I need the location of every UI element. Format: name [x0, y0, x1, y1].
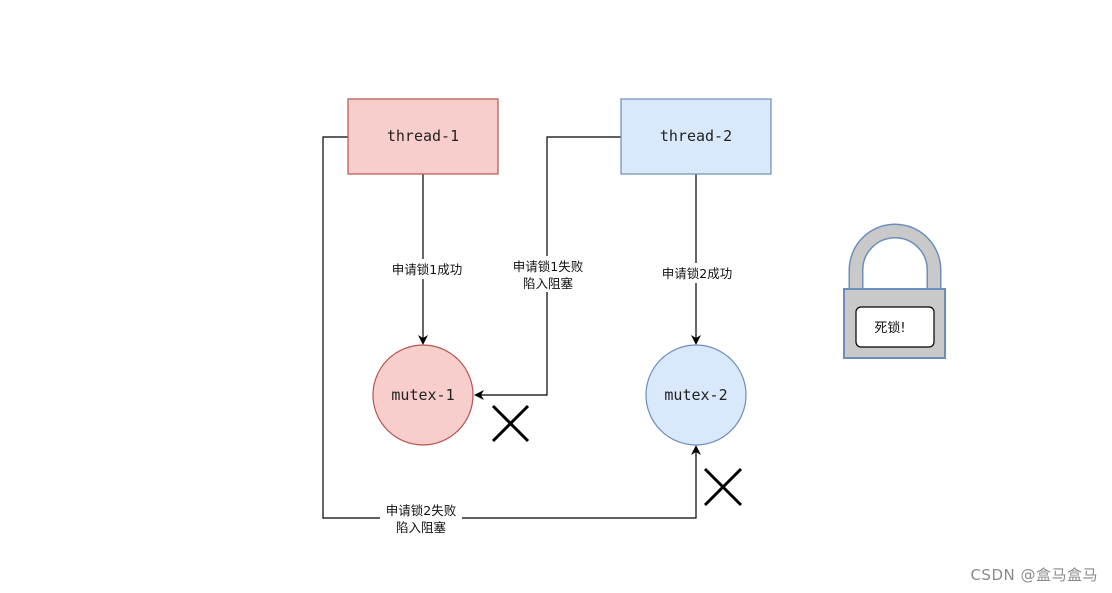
edge-label-thread1-mutex2-line1: 申请锁2失败	[386, 503, 457, 518]
edge-label-thread2-mutex1-line2: 陷入阻塞	[523, 276, 574, 291]
padlock-icon: 死锁!	[843, 223, 946, 359]
blocked-x-icon-mutex2	[703, 467, 743, 507]
edge-label-thread1-mutex2-line2: 陷入阻塞	[396, 520, 447, 535]
edge-label-thread2-mutex2: 申请锁2成功	[662, 266, 732, 281]
edges	[322, 136, 701, 519]
mutex-2-node[interactable]: mutex-2	[645, 344, 747, 446]
watermark: CSDN @盒马盒马	[970, 566, 1098, 584]
thread-1-label: thread-1	[387, 127, 459, 145]
edge-thread1-to-mutex2	[322, 136, 701, 519]
edge-label-thread2-mutex1-line1: 申请锁1失败	[513, 259, 584, 274]
blocked-x-icon-mutex1	[491, 404, 530, 443]
thread-2-label: thread-2	[660, 127, 732, 145]
thread-2-node[interactable]: thread-2	[620, 98, 772, 175]
mutex-2-label: mutex-2	[664, 386, 727, 404]
edge-labels: 申请锁1成功 申请锁2成功 申请锁1失败 陷入阻塞 申请锁2失败 陷入阻塞	[380, 256, 736, 536]
mutex-1-label: mutex-1	[391, 386, 454, 404]
thread-1-node[interactable]: thread-1	[347, 98, 499, 175]
deadlock-label: 死锁!	[874, 320, 905, 336]
mutex-1-node[interactable]: mutex-1	[372, 344, 474, 446]
edge-label-thread1-mutex1: 申请锁1成功	[392, 262, 462, 277]
